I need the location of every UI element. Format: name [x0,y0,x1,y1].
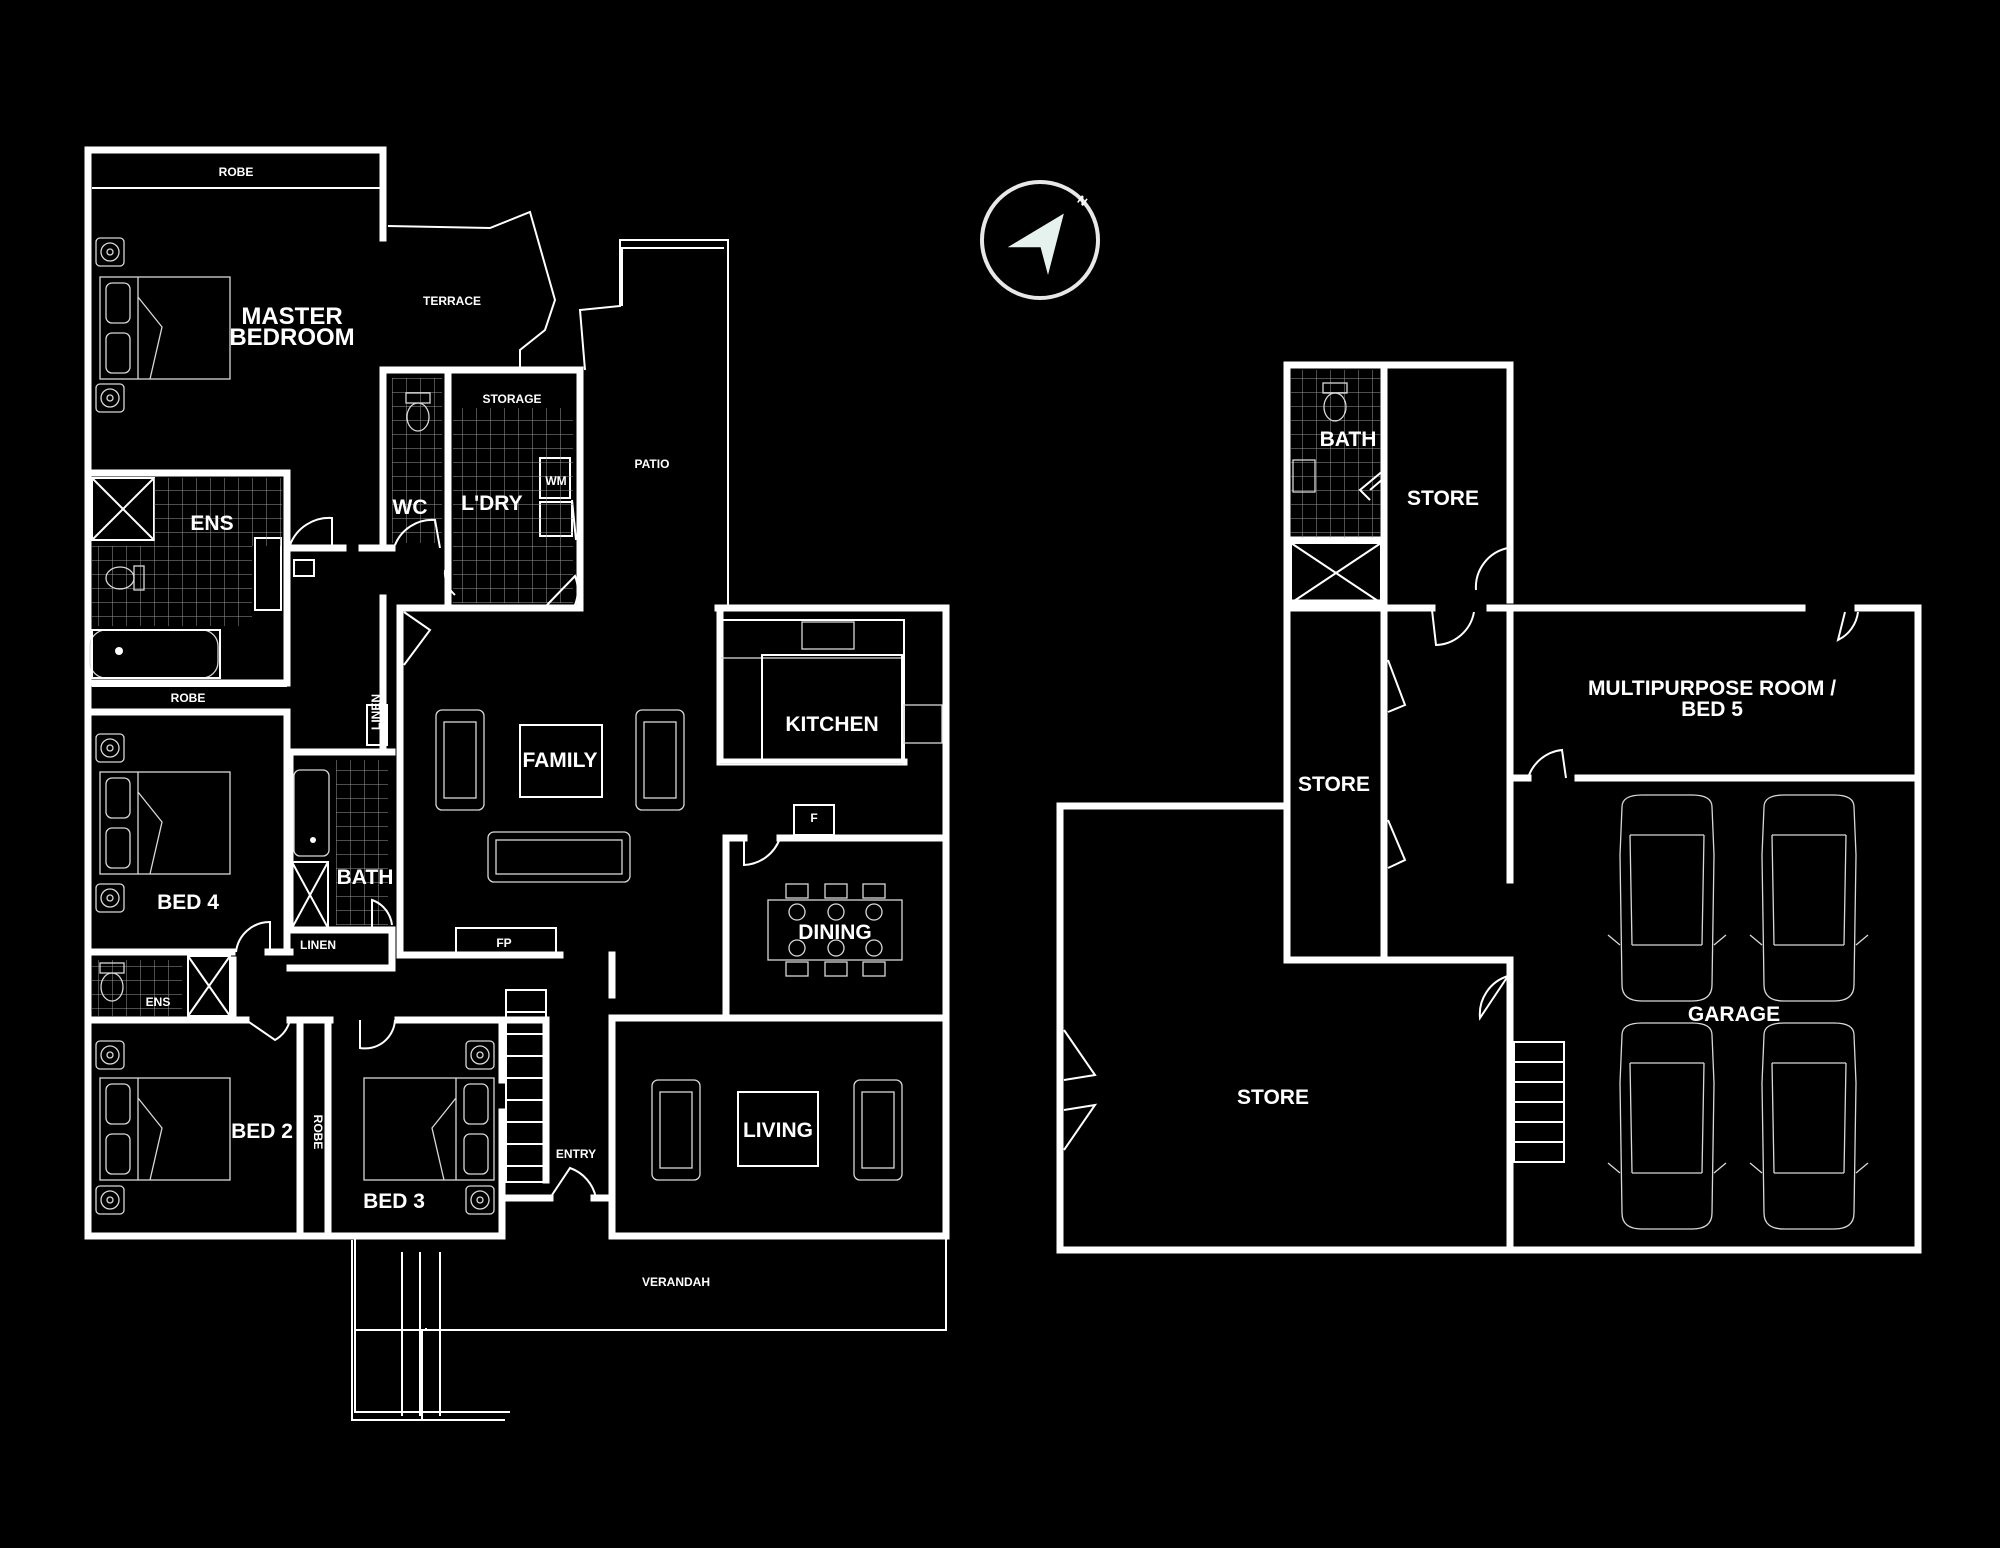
living-armchair-left-icon [651,1079,701,1181]
master-bedroom-label-2: BEDROOM [229,324,354,351]
entry-label: ENTRY [556,1147,596,1161]
living-table-icon [737,1091,819,1167]
wm-label: WM [545,474,566,488]
laundry-label: L'DRY [461,492,522,515]
wc-label: WC [393,496,428,519]
store-big-label: STORE [1237,1086,1309,1109]
family-table-icon [519,724,603,798]
dining-table-icon [767,899,903,961]
bed4-bed-icon [99,771,231,875]
family-armchair-right-icon [635,709,685,811]
bed2-bed-icon [99,1077,231,1181]
garage-car-4-icon [1749,1022,1869,1230]
bed4-label: BED 4 [157,891,219,914]
lower-bath-label: BATH [1320,428,1377,451]
garage-label: GARAGE [1688,1003,1780,1026]
fireplace-label: FP [496,936,511,950]
ground-floor-walls [84,146,950,1240]
linen-hall-label: LINEN [369,694,383,730]
family-armchair-left-icon [435,709,485,811]
linen-bath-label: LINEN [300,938,336,952]
dining-label: DINING [798,921,872,944]
ensuite-main-label: ENS [190,512,233,535]
multipurpose-label-2: BED 5 [1681,698,1743,721]
bed2-label: BED 2 [231,1120,293,1143]
lower-floor-walls [1056,361,1922,1254]
ensuite-small-label: ENS [146,995,171,1009]
bath-label: BATH [337,866,394,889]
verandah-label: VERANDAH [642,1275,710,1289]
multipurpose-label-1: MULTIPURPOSE ROOM / [1588,677,1836,700]
bed3-label: BED 3 [363,1190,425,1213]
store-top-label: STORE [1407,487,1479,510]
garage-car-1-icon [1607,794,1727,1002]
garage-car-3-icon [1607,1022,1727,1230]
living-armchair-right-icon [853,1079,903,1181]
master-bed-icon [99,276,231,380]
living-label: LIVING [743,1119,813,1142]
compass [980,180,1100,300]
robe-master-label: ROBE [219,165,254,179]
lower-floor-details [1290,370,1869,1230]
ground-floor-labels: MASTER BEDROOM ROBE TERRACE PATIO STORAG… [146,165,879,1289]
terrace-label: TERRACE [423,294,481,308]
patio-label: PATIO [635,457,670,471]
store-mid-label: STORE [1298,773,1370,796]
ground-fixtures [95,237,903,1215]
storage-label: STORAGE [482,392,541,406]
robe-bed2-label: ROBE [311,1115,325,1150]
tiled-areas [92,378,573,1016]
garage-car-2-icon [1749,794,1869,1002]
ground-doors [235,516,781,1199]
master-bedroom-label-1: MASTER [241,303,342,330]
family-label: FAMILY [522,749,597,772]
fridge-label: F [810,811,817,825]
lower-doors [1063,469,1859,1151]
lower-floor-labels: BATH STORE STORE MULTIPURPOSE ROOM / BED… [1075,193,1836,1109]
robe-bed4-label: ROBE [171,691,206,705]
family-sofa-icon [487,831,631,883]
kitchen-label: KITCHEN [785,713,878,736]
